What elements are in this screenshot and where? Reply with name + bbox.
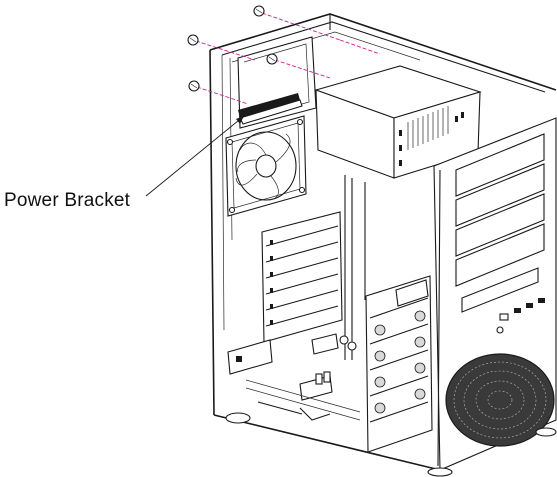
screw-icon [188,80,200,92]
screw-icon [187,34,199,46]
front-mesh [445,353,555,447]
expansion-slots [261,211,343,343]
case-feet [225,412,557,477]
screw-icon [253,5,265,17]
power-bracket-label: Power Bracket [4,190,131,211]
floor-components [227,333,361,421]
power-bracket [238,93,303,125]
screw-icon [266,53,278,65]
front-bezel [433,117,557,471]
drive-cage [365,275,433,453]
screw-guide-lines [195,12,381,105]
fan-icon [225,115,307,217]
callout-leader [145,115,245,197]
